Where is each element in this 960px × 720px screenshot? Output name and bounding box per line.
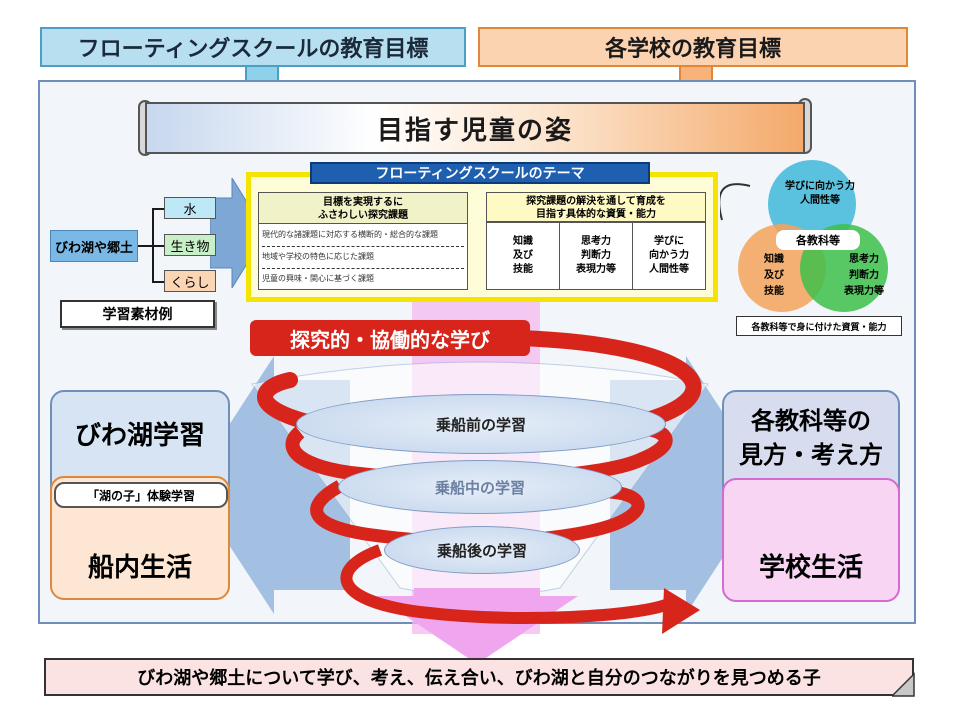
material-water-text: 水 [183, 202, 197, 218]
material-life-text: くらし [170, 275, 210, 291]
venn-right-l3: 表現力等 [844, 286, 884, 297]
ability-knowledge-l1: 知識 [513, 236, 533, 247]
ship-life-text: 船内生活 [87, 552, 192, 583]
school-life-label: 学校生活 [722, 540, 900, 590]
inquiry-banner: 探究的・協働的な学び [250, 320, 530, 356]
venn-left-l2: 及び [764, 270, 784, 281]
stage-during-text: 乗船中の学習 [434, 478, 525, 497]
abilities-title-line2: 目指す具体的な資質・能力 [536, 209, 656, 220]
venn-left-l3: 技能 [764, 286, 784, 297]
tree-branch-1 [152, 208, 164, 210]
inquiry-divider-1 [262, 246, 464, 247]
ship-life-label: 船内生活 [50, 540, 230, 590]
venn-left-l1: 知識 [764, 254, 784, 265]
ability-knowledge-l2: 及び [513, 250, 533, 261]
theme-header: フローティングスクールのテーマ [310, 162, 650, 184]
venn-caption: 各教科等で身に付けた資質・能力 [736, 316, 902, 336]
banner-fold [892, 672, 915, 697]
venn-right-label: 思考力 判断力 表現力等 [832, 252, 896, 300]
inquiry-item-2: 地域や学校の特色に応じた課題 [262, 252, 374, 261]
scroll-title: 目指す児童の姿 [145, 102, 805, 154]
subject-views-l2: 見方・考え方 [739, 441, 883, 469]
target-child-title: 目指す児童の姿 [376, 115, 573, 146]
stage-before: 乗船前の学習 [296, 394, 666, 454]
venn-left-label: 知識 及び 技能 [748, 252, 800, 300]
venn-right-l1: 思考力 [849, 254, 879, 265]
subject-views-l1: 各教科等の [751, 407, 871, 435]
stage-before-text: 乗船前の学習 [435, 415, 526, 434]
stage-during: 乗船中の学習 [338, 460, 622, 514]
bottom-goal-text: びわ湖や郷土について学び、考え、伝え合い、びわ湖と自分のつながりを見つめる子 [137, 668, 821, 689]
inquiry-banner-text: 探究的・協働的な学び [290, 327, 490, 352]
subject-views-label: 各教科等の見方・考え方 [722, 400, 900, 476]
ability-attitude: 学びに向かう力人間性等 [632, 222, 706, 290]
ability-thinking-l1: 思考力 [581, 236, 611, 247]
biwako-learning-text: びわ湖学習 [74, 420, 205, 451]
spiral-band-4 [340, 544, 671, 624]
abilities-title-line1: 探究課題の解決を通して育成を [526, 196, 666, 207]
inquiry-item-3: 児童の興味・関心に基づく課題 [262, 274, 374, 283]
tree-branch-3 [152, 281, 164, 283]
materials-root-text: びわ湖や郷土 [54, 240, 133, 256]
venn-connector-arc [720, 183, 751, 221]
school-goal-banner: フローティングスクールの教育目標 [40, 27, 466, 67]
each-school-goal-title: 各学校の教育目標 [604, 37, 781, 62]
material-creatures: 生き物 [164, 234, 216, 256]
venn-caption-text: 各教科等で身に付けた資質・能力 [751, 322, 887, 333]
ability-attitude-l3: 人間性等 [649, 264, 689, 275]
inquiry-topics-title: 目標を実現するに ふさわしい探究課題 [258, 192, 468, 224]
ability-thinking-l2: 判断力 [581, 250, 611, 261]
school-goal-title: フローティングスクールの教育目標 [77, 37, 429, 62]
spiral-arrowhead [662, 588, 700, 634]
venn-center-text: 各教科等 [796, 234, 840, 247]
bottom-goal-banner: びわ湖や郷土について学び、考え、伝え合い、びわ湖と自分のつながりを見つめる子 [44, 658, 914, 696]
ability-thinking-l3: 表現力等 [576, 264, 616, 275]
school-life-box [722, 478, 900, 602]
abilities-title: 探究課題の解決を通して育成を 目指す具体的な資質・能力 [486, 192, 706, 222]
inquiry-title-line2: ふさわしい探究課題 [318, 210, 408, 221]
tree-branch [138, 245, 152, 247]
stage-after: 乗船後の学習 [384, 526, 580, 574]
inquiry-item-1: 現代的な諸課題に対応する横断的・総合的な課題 [262, 230, 438, 239]
materials-label: 学習素材例 [60, 300, 215, 328]
school-life-text: 学校生活 [758, 552, 863, 583]
ability-attitude-l2: 向かう力 [649, 250, 689, 261]
ability-attitude-l1: 学びに [654, 236, 684, 247]
ability-knowledge: 知識及び技能 [486, 222, 560, 290]
bottom-down-arrow [376, 588, 578, 664]
ability-knowledge-l3: 技能 [513, 264, 533, 275]
venn-top-l1: 学びに向かう力 [785, 181, 855, 192]
experience-learning-label: 「湖の子」体験学習 [54, 482, 228, 508]
tree-branch-2 [152, 245, 164, 247]
material-creatures-text: 生き物 [170, 239, 210, 255]
materials-label-text: 学習素材例 [102, 307, 173, 323]
theme-header-text: フローティングスクールのテーマ [375, 166, 585, 182]
biwako-learning-label: びわ湖学習 [50, 408, 230, 458]
stage-after-text: 乗船後の学習 [436, 541, 527, 560]
venn-top-label: 学びに向かう力 人間性等 [772, 180, 868, 208]
ability-thinking: 思考力判断力表現力等 [559, 222, 633, 290]
material-water: 水 [164, 197, 216, 219]
venn-right-l2: 判断力 [849, 270, 879, 281]
materials-root: びわ湖や郷土 [50, 230, 138, 262]
venn-center-label: 各教科等 [776, 230, 860, 250]
inquiry-divider-2 [262, 268, 464, 269]
inquiry-title-line1: 目標を実現するに [323, 197, 403, 208]
venn-top-l2: 人間性等 [800, 195, 840, 206]
material-life: くらし [164, 270, 216, 292]
experience-learning-text: 「湖の子」体験学習 [86, 488, 195, 503]
